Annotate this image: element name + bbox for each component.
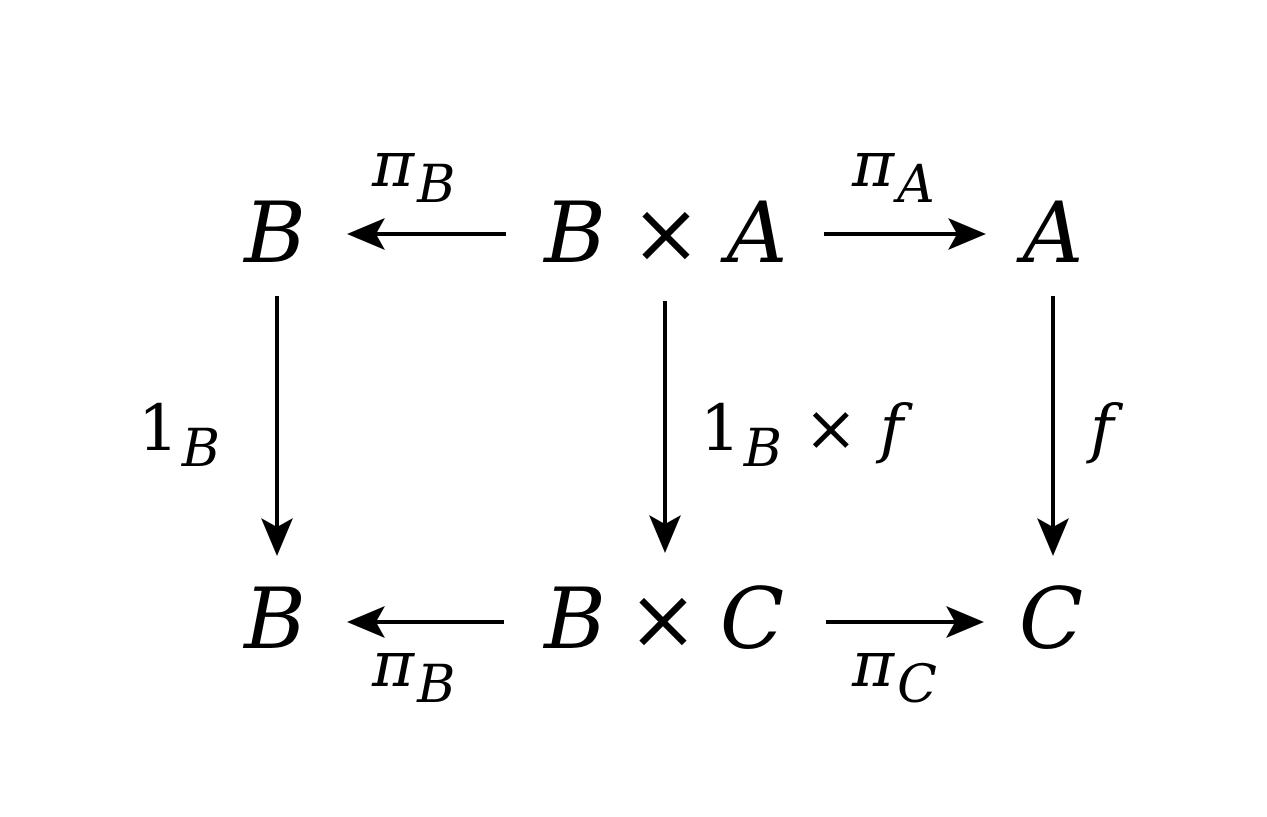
label-pi-b-top: πB: [371, 128, 455, 215]
label-one-b-times-f: 1B×f: [700, 392, 914, 479]
label-pi-b-bottom: πB: [371, 628, 455, 715]
node-top-right: A: [1016, 184, 1084, 282]
arrow-top-right: [824, 218, 986, 250]
node-top-middle: B × A: [542, 184, 787, 282]
node-top-middle-times: ×: [631, 184, 701, 282]
node-bottom-middle-left: B: [542, 570, 606, 668]
arrow-top-left: [347, 218, 506, 250]
label-pi-c-bottom: πC: [851, 628, 937, 715]
node-bottom-middle-times: ×: [628, 570, 698, 668]
node-bottom-middle: B × C: [542, 570, 784, 668]
node-top-middle-left: B: [542, 184, 606, 282]
arrow-left-vertical: [261, 296, 293, 556]
label-one-b-left: 1B: [138, 392, 220, 479]
arrow-bottom-left: [347, 606, 504, 638]
arrow-right-vertical: [1037, 296, 1069, 556]
label-pi-a-top: πA: [851, 128, 935, 215]
node-top-middle-right: A: [720, 184, 788, 282]
arrow-bottom-right: [826, 606, 984, 638]
label-f-right: f: [1086, 392, 1124, 466]
node-bottom-left: B: [242, 570, 306, 668]
node-bottom-middle-right: C: [720, 570, 784, 668]
arrow-middle-vertical: [649, 301, 681, 553]
node-top-left: B: [242, 184, 306, 282]
node-bottom-right: C: [1019, 570, 1083, 668]
